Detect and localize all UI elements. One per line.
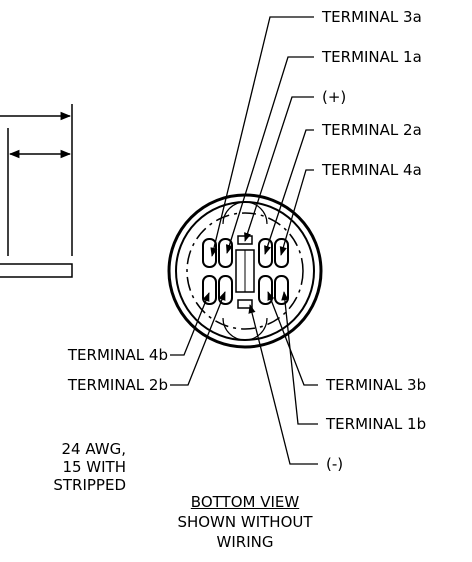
wire-note-line2: 15 WITH xyxy=(62,458,126,476)
label-minus: (-) xyxy=(326,455,344,473)
wire-stub xyxy=(0,263,73,278)
label-terminal-3b: TERMINAL 3b xyxy=(326,376,427,394)
leader-lines xyxy=(170,16,318,465)
caption-line3: WIRING xyxy=(216,533,274,551)
wire-note-line3: STRIPPED xyxy=(53,476,126,494)
connector-bottom-view xyxy=(167,193,323,349)
label-terminal-2a: TERMINAL 2a xyxy=(322,121,422,139)
caption-line2: SHOWN WITHOUT xyxy=(177,513,313,531)
label-terminal-1b: TERMINAL 1b xyxy=(326,415,427,433)
label-terminal-1a: TERMINAL 1a xyxy=(322,48,422,66)
label-plus: (+) xyxy=(322,88,347,106)
dimension-lines xyxy=(0,104,73,256)
caption-title: BOTTOM VIEW xyxy=(190,493,300,511)
label-terminal-2b: TERMINAL 2b xyxy=(67,376,168,394)
label-terminal-4a: TERMINAL 4a xyxy=(322,161,422,179)
label-terminal-3a: TERMINAL 3a xyxy=(322,8,422,26)
wire-note-line1: 24 AWG, xyxy=(61,440,126,458)
label-terminal-4b: TERMINAL 4b xyxy=(67,346,168,364)
